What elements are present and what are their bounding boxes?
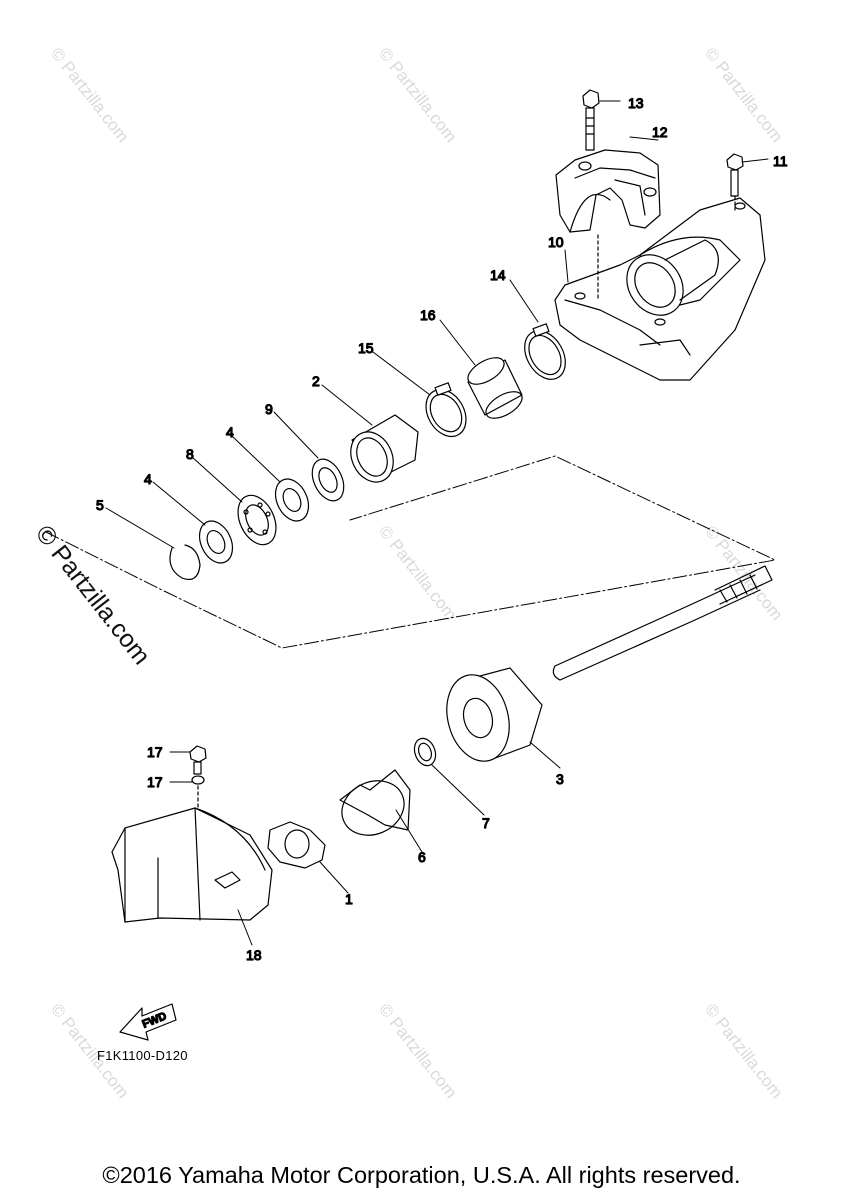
callout-9: 7 [482,815,490,831]
part-3-coupler [446,667,543,762]
drive-shaft [552,565,773,681]
part-17-hose-clamp-upper [524,323,566,380]
part-18-sleeve [467,357,523,419]
callout-12: 18 [246,947,262,963]
diagram-code: F1K1100-D120 [97,1048,188,1063]
part-16-bolt [582,89,600,151]
part-4-seal-upper [274,478,310,522]
callout-4-lower: 4 [144,471,152,487]
callout-5: 5 [96,497,104,513]
part-12-cover [111,807,273,923]
callout-8: 6 [418,849,426,865]
callout-14: 11 [773,153,788,169]
part-4-seal-lower [198,520,234,564]
part-8-coupler [339,769,411,836]
callout-10: 17 [147,744,163,760]
callout-labels: 13 12 11 10 14 16 15 2 9 4 8 4 5 3 7 6 1… [95,94,788,963]
part-6-bearing [237,494,277,546]
callout-17-lower: 15 [358,340,374,356]
part-1-damper [267,821,326,869]
callout-15: 12 [652,124,668,140]
callout-17-upper: 14 [490,267,506,283]
part-7-bearing [311,458,345,502]
part-15-clamp-cap [555,149,661,233]
callout-7: 9 [265,401,273,417]
part-11-washer [191,775,205,809]
callout-6: 8 [186,446,194,462]
assembly-outline [45,455,776,649]
part-9-ring [413,737,437,767]
part-10-bolt [189,745,207,775]
part-13-housing [554,195,766,381]
callout-2: 2 [312,373,320,389]
callout-3: 3 [556,771,564,787]
part-17-hose-clamp-lower [425,382,467,438]
callout-11: 17 [147,774,163,790]
part-5-circlip [169,544,201,581]
fwd-arrow-icon: FWD [119,1003,177,1041]
callout-13: 10 [548,234,564,250]
callout-16: 13 [628,95,644,111]
callout-4-upper: 4 [226,424,234,440]
leader-lines [105,100,769,946]
part-2-sleeve [350,414,419,483]
callout-1: 1 [345,891,353,907]
callout-18: 16 [420,307,436,323]
copyright-notice: ©2016 Yamaha Motor Corporation, U.S.A. A… [102,1162,741,1188]
part-14-bolt [726,153,744,197]
